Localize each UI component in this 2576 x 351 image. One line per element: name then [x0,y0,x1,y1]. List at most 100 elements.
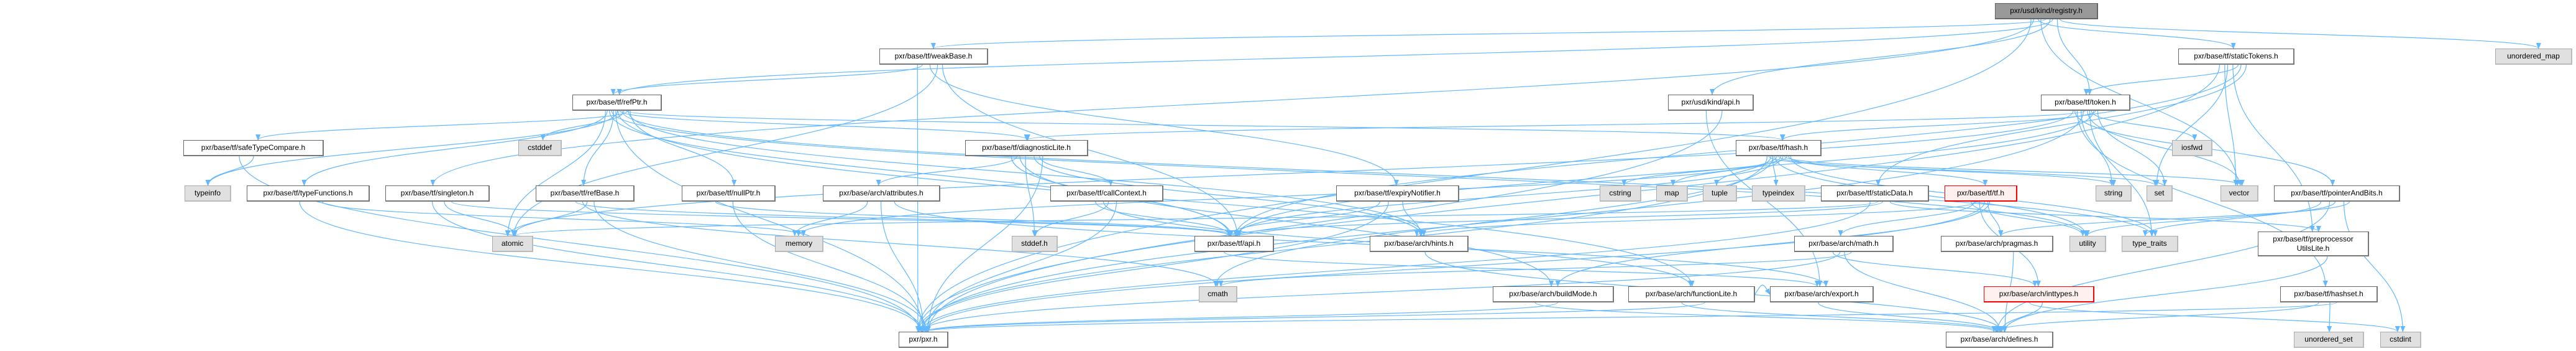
node-vector[interactable]: vector [2221,185,2258,202]
node-typeinfo[interactable]: typeinfo [185,185,231,202]
edge-refPtr-to-typeinfo [205,110,618,186]
node-memory[interactable]: memory [775,236,823,252]
edge-buildMode-to-defines [1534,302,1997,332]
node-defines[interactable]: pxr/base/arch/defines.h [1946,332,2053,348]
edge-functionLite-to-defines [1681,302,1999,332]
node-staticdata[interactable]: pxr/base/tf/staticData.h [1821,185,1929,202]
edge-pointerAndBits-to-pragmas [1998,201,2350,236]
node-registry[interactable]: pxr/usd/kind/registry.h [1995,3,2098,19]
edge-staticData-to-ppUtils [1889,201,2321,232]
node-inttypes[interactable]: pxr/base/arch/inttypes.h [1984,286,2094,302]
node-typeindex[interactable]: typeindex [1752,185,1805,202]
edge-staticTokens-to-set [2154,64,2229,186]
node-hints[interactable]: pxr/base/arch/hints.h [1370,236,1469,252]
edge-refBase-to-cmath [582,201,1220,287]
edge-hash-to-utility [1774,156,2089,236]
edge-refPtr-to-hash [625,110,1785,141]
node-safetypecompare[interactable]: pxr/base/tf/safeTypeCompare.h [183,140,324,156]
edge-functionLite-to-pxr [925,302,1705,332]
edge-staticTokens-to-token [2083,64,2239,95]
edge-token-to-type_traits [2089,110,2155,236]
edge-export-to-defines [1818,302,2001,332]
node-weakbase[interactable]: pxr/base/tf/weakBase.h [879,49,988,65]
node-hash[interactable]: pxr/base/tf/hash.h [1736,140,1822,156]
node-typefunctions[interactable]: pxr/base/tf/typeFunctions.h [247,185,370,202]
edge-token-to-tfapi [1235,110,2094,236]
node-cstddef[interactable]: cstddef [518,140,562,156]
node-pragmas[interactable]: pxr/base/arch/pragmas.h [1941,236,2053,252]
node-map[interactable]: map [1656,185,1688,202]
edge-staticTokens-to-staticData [1876,64,2247,186]
edge-token-to-atomic [505,110,2074,236]
node-string[interactable]: string [2096,185,2132,202]
node-type-traits[interactable]: type_traits [2122,236,2178,252]
edge-refPtr-to-diagnosticLite [619,110,1030,141]
edge-weakBase-to-expiryNotifier [929,64,1399,186]
edge-refPtr-to-cstddef [540,110,625,141]
node-utility[interactable]: utility [2070,236,2106,252]
edge-hash-to-vector [1784,156,2245,186]
node-tf[interactable]: pxr/base/tf/tf.h [1945,185,2017,202]
node-diagnosticlite[interactable]: pxr/base/tf/diagnosticLite.h [965,140,1088,156]
edge-math-to-pxr [919,251,1841,332]
edge-refPtr-to-utility [611,110,2088,236]
node-export[interactable]: pxr/base/arch/export.h [1770,286,1874,302]
node-hashset[interactable]: pxr/base/tf/hashset.h [2280,286,2378,302]
node-cstring[interactable]: cstring [1600,185,1641,202]
node-unordered-map[interactable]: unordered_map [2495,49,2572,65]
node-math[interactable]: pxr/base/arch/math.h [1794,236,1894,252]
edge-callContext-to-stddef [1032,201,1109,236]
edge-nullPtr-to-tfapi [715,201,1232,236]
node-cstdint[interactable]: cstdint [2380,332,2421,348]
node-tfapi[interactable]: pxr/base/tf/api.h [1194,236,1274,252]
edge-diagnosticLite-to-pxr [925,156,1043,332]
node-set[interactable]: set [2147,185,2173,202]
edge-diagnosticLite-to-hints [1034,156,1424,236]
edge-staticData-to-pxr [919,201,1871,332]
node-pputils[interactable]: pxr/base/tf/preprocessor UtilsLite.h [2258,232,2369,256]
node-token[interactable]: pxr/base/tf/token.h [2041,95,2130,111]
edge-refPtr-to-nullPtr [630,110,737,186]
node-refptr[interactable]: pxr/base/tf/refPtr.h [572,95,662,111]
edge-token-to-iosfwd [2091,110,2198,141]
node-nullptr[interactable]: pxr/base/tf/nullPtr.h [682,185,776,202]
node-attributes[interactable]: pxr/base/arch/attributes.h [823,185,940,202]
edge-tf-to-pragmas [1987,201,2004,236]
edge-hash-to-tfapi [1234,156,1784,236]
node-cmath[interactable]: cmath [1199,286,1237,302]
edge-hashset-to-defines [1993,302,2319,332]
edge-registry-to-singleton [430,19,2034,186]
edge-expiryNotifier-to-tfapi [1226,201,1380,236]
node-stddef[interactable]: stddef.h [1012,236,1058,252]
node-functionlite[interactable]: pxr/base/arch/functionLite.h [1628,286,1755,302]
edge-hash-to-tuple [1714,156,1772,186]
edge-diagnosticLite-to-attributes [876,156,1017,186]
node-pointerandbits[interactable]: pxr/base/tf/pointerAndBits.h [2274,185,2400,202]
node-kindapi[interactable]: pxr/usd/kind/api.h [1668,95,1754,111]
node-expirynotifier[interactable]: pxr/base/tf/expiryNotifier.h [1336,185,1459,202]
edge-pointerAndBits-to-type_traits [2142,201,2322,236]
node-iosfwd[interactable]: iosfwd [2172,140,2212,156]
edge-hash-to-cmath [1213,156,1774,287]
node-refbase[interactable]: pxr/base/tf/refBase.h [536,185,635,202]
edge-weakBase-to-atomic [511,64,938,236]
edge-refPtr-to-safeTypeCompare [255,110,628,141]
node-atomic[interactable]: atomic [492,236,533,252]
node-callcontext[interactable]: pxr/base/tf/callContext.h [1050,185,1163,202]
edge-weakBase-to-refPtr [610,64,923,95]
edge-tf-to-hints [1414,201,1977,236]
node-buildmode[interactable]: pxr/base/arch/buildMode.h [1493,286,1614,302]
node-tuple[interactable]: tuple [1703,185,1737,202]
edge-pointerAndBits-to-cstdint [2343,201,2406,332]
node-pxr[interactable]: pxr/pxr.h [899,332,948,348]
node-unordered-set[interactable]: unordered_set [2294,332,2364,348]
node-singleton[interactable]: pxr/base/tf/singleton.h [385,185,490,202]
edge-refPtr-to-refBase [581,110,614,186]
node-statictokens[interactable]: pxr/base/tf/staticTokens.h [2178,49,2294,65]
edge-hashset-to-unordered_set [2327,302,2332,332]
edge-registry-to-staticTokens [2038,19,2236,49]
edge-pointerAndBits-to-defines [1994,201,2331,332]
edge-token-to-set [2097,110,2168,186]
edge-hash-to-cstring [1621,156,1787,186]
edge-typeFunctions-to-memory [322,201,806,236]
